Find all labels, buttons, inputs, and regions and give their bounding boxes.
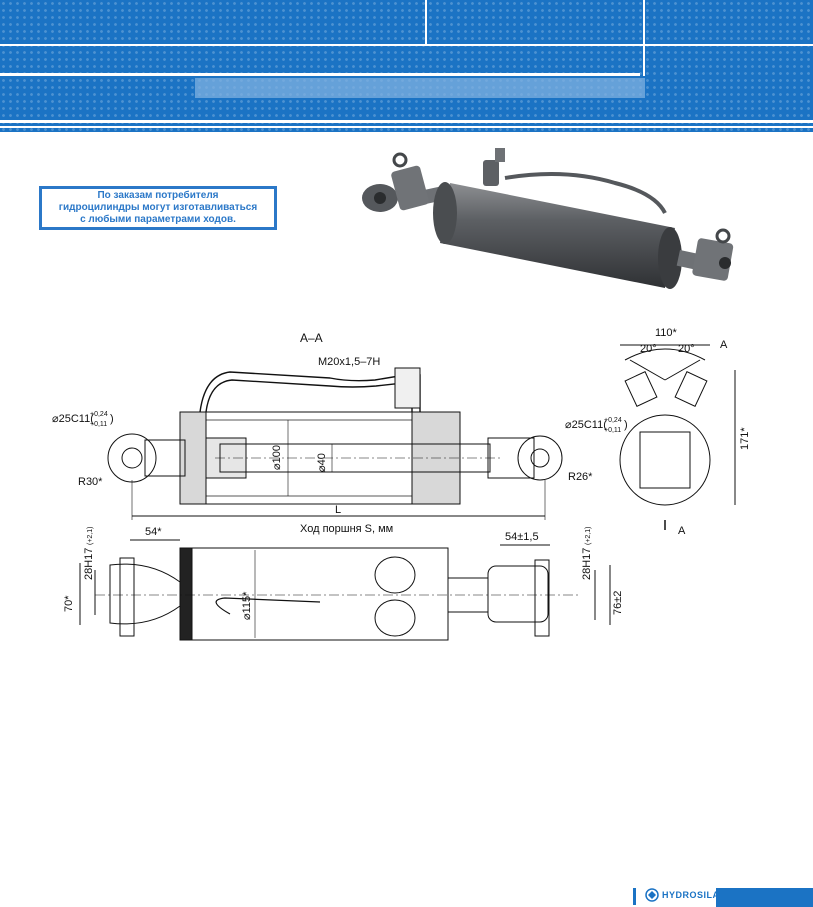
dim-54-tol: 54±1,5 [505,531,539,543]
section-label: А–А [300,331,323,345]
stroke-label: Ход поршня S, мм [300,523,393,535]
tol-plus: +0,24 [604,417,622,424]
rod-dia: ⌀40 [316,453,328,472]
length-label: L [335,504,341,516]
header-rule [0,73,640,76]
dim-76: 76±2 [612,591,624,615]
brand-name: HYDROSILA [662,890,720,900]
angle-label: 20° [640,343,657,355]
paren-close: ) [624,419,628,431]
notice-line: с любыми параметрами ходов. [80,214,236,225]
brand-logo-icon [645,888,659,902]
dim-110: 110* [655,327,678,339]
slot-right: 28H17 [581,548,593,580]
custom-stroke-notice: По заказам потребителя гидроцилиндры мог… [39,186,277,230]
outer-dia: ⌀115* [241,591,253,620]
dim-171: 171* [739,427,751,450]
notice-line: гидроцилиндры могут изготавливаться [58,202,258,213]
cylinder-3d-render [362,148,734,289]
footer-divider [633,888,636,905]
section-mark: А [720,339,728,351]
slot-right-tol: (+2,1) [585,527,592,545]
header-rule [0,126,813,128]
page-header-band [0,0,813,132]
notice-line: По заказам потребителя [97,190,219,201]
section-mark: А [678,525,686,537]
paren-close: ) [110,413,114,425]
header-divider [643,0,645,76]
dim-54: 54* [145,526,162,538]
barrel-plan [179,547,449,641]
technical-drawing: А–А M20x1,5–7H ⌀25С11( +0,24 +0,11 ) ⌀25… [52,327,751,641]
end-view-circle [619,414,711,506]
tol-plus: +0,24 [90,411,108,418]
header-highlight-band [195,78,645,98]
right-eye [517,435,563,481]
angle-label: 20° [678,343,695,355]
header-rule [0,44,813,46]
radius-right: R26* [568,471,593,483]
dim-70: 70* [63,595,75,612]
radius-left: R30* [78,476,103,488]
header-divider [425,0,427,46]
tol-minus: +0,11 [604,427,621,434]
bore-dia: ⌀100 [271,445,283,470]
pin-left-label: ⌀25С11( [52,413,94,425]
tol-minus: +0,11 [90,421,107,428]
pin-right-label: ⌀25С11( [565,419,607,431]
left-eye [107,433,157,483]
thread-label: M20x1,5–7H [318,356,380,368]
slot-left: 28H17 [83,548,95,580]
slot-left-tol: (+2,1) [87,527,94,545]
footer-bar [716,888,813,907]
header-rule [0,120,813,123]
brand-logo: HYDROSILA [645,888,720,902]
